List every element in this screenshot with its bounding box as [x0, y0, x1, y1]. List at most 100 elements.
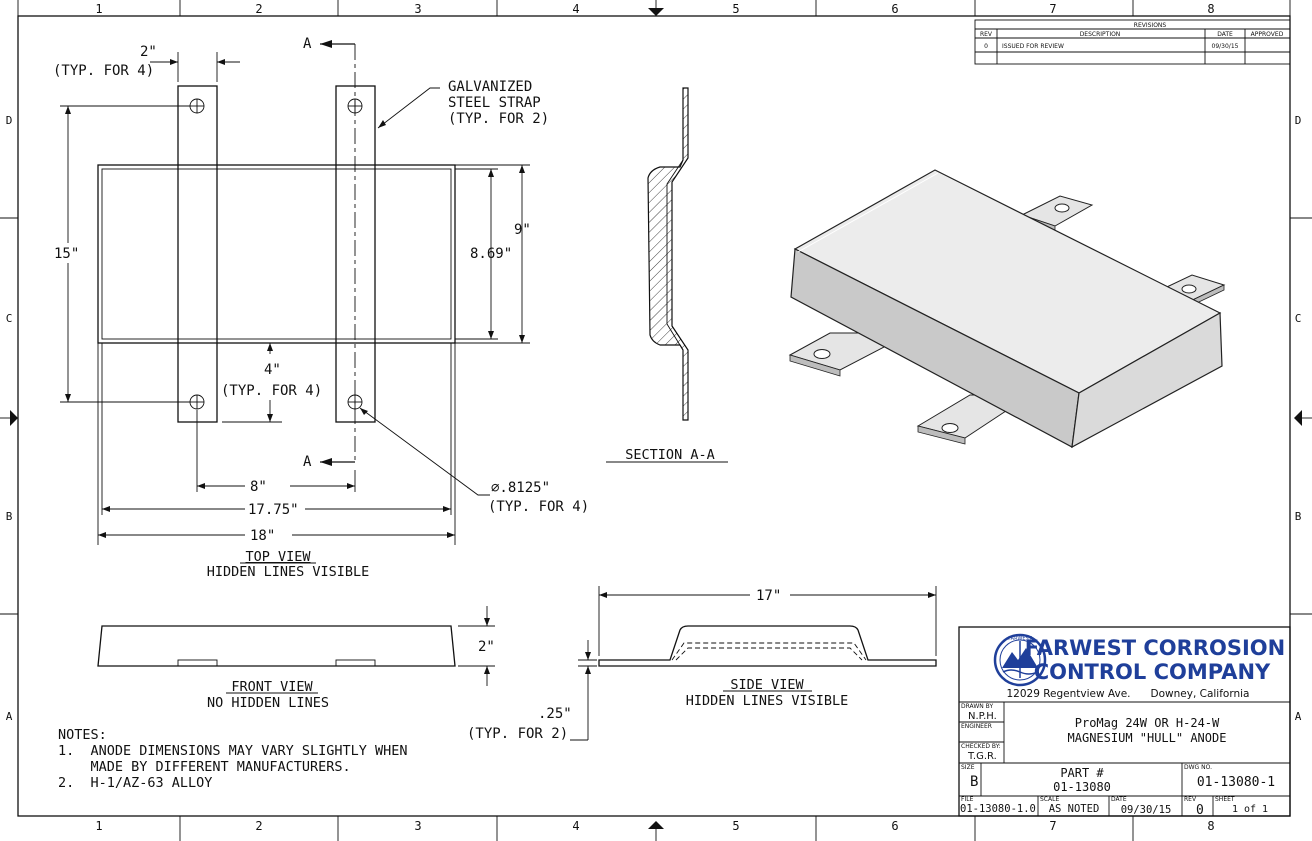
dim-hole-dia-note: (TYP. FOR 4) [488, 499, 589, 515]
side-view-subtitle: HIDDEN LINES VISIBLE [686, 693, 849, 709]
sheet-value: 1 of 1 [1232, 804, 1268, 815]
rev-value: 0 [1196, 803, 1204, 818]
part-label: PART # [1060, 766, 1104, 780]
revisions-title: REVISIONS [1134, 22, 1167, 29]
side-view-title: SIDE VIEW [730, 677, 804, 693]
company-name-line1: FARWEST CORROSION [1025, 636, 1285, 660]
dim-hole-dia: ∅.8125" [491, 480, 550, 496]
drawn-by-value: N.P.H. [968, 711, 997, 722]
zone-col-4-top: 4 [572, 2, 579, 16]
rev-col-header: REV [980, 31, 993, 38]
dim-hole-offset: 4" [264, 362, 281, 378]
zone-col-7-bottom: 7 [1049, 819, 1056, 833]
zone-col-7-top: 7 [1049, 2, 1056, 16]
top-view: A A 2" (TYP. FOR 4) GALVANIZED STEEL STR… [50, 36, 589, 580]
company-name-line2: CONTROL COMPANY [1034, 660, 1271, 684]
checked-by-label: CHECKED BY: [961, 743, 1001, 750]
zone-col-3-top: 3 [414, 2, 421, 16]
approved-col-header: APPROVED [1251, 31, 1284, 38]
scale-value: AS NOTED [1049, 803, 1100, 815]
drawing-title-line1: ProMag 24W OR H-24-W [1075, 716, 1220, 730]
dim-strap-width-note: (TYP. FOR 4) [53, 63, 154, 79]
section-marker-bottom: A [303, 454, 312, 470]
zone-row-d-right: D [1295, 114, 1302, 127]
dim-length-total: 15" [54, 246, 79, 262]
drawing-title-line2: MAGNESIUM "HULL" ANODE [1068, 731, 1227, 745]
section-view-title: SECTION A-A [625, 447, 714, 463]
side-dim-strap-thickness-note: (TYP. FOR 2) [467, 726, 568, 742]
zone-col-2-top: 2 [255, 2, 262, 16]
zone-col-6-bottom: 6 [891, 819, 898, 833]
section-marker-top: A [303, 36, 312, 52]
date-col-header: DATE [1217, 31, 1233, 38]
center-arrow-right [1294, 410, 1302, 426]
strap-label-line3: (TYP. FOR 2) [448, 111, 549, 127]
zone-labels: 1 2 3 4 5 6 7 8 1 2 3 4 5 6 7 8 D C B A … [6, 2, 1302, 833]
title-block: FARWEST FARWEST CORROSION CONTROL COMPAN… [958, 626, 1291, 818]
dwg-no-value: 01-13080-1 [1197, 775, 1275, 790]
dim-width-base: 18" [250, 528, 275, 544]
zone-row-d-left: D [6, 114, 13, 127]
center-arrow-bottom [648, 821, 664, 829]
note-item-2: 2. H-1/AZ-63 ALLOY [58, 775, 212, 791]
file-label: FILE [961, 796, 974, 803]
side-dim-length: 17" [756, 588, 781, 604]
size-value: B [970, 774, 978, 790]
zone-col-2-bottom: 2 [255, 819, 262, 833]
front-view-title: FRONT VIEW [231, 679, 313, 695]
zone-col-5-top: 5 [732, 2, 739, 16]
zone-row-c-left: C [6, 312, 13, 325]
zone-row-a-left: A [6, 710, 13, 723]
zone-col-8-top: 8 [1207, 2, 1214, 16]
top-view-title: TOP VIEW [245, 549, 311, 565]
zone-col-5-bottom: 5 [732, 819, 739, 833]
note-item-1-cont: MADE BY DIFFERENT MANUFACTURERS. [58, 759, 351, 775]
description-cell: ISSUED FOR REVIEW [1002, 43, 1064, 50]
company-logo: FARWEST [993, 633, 1047, 687]
company-address: 12029 Regentview Ave. Downey, California [1006, 688, 1249, 700]
front-view-subtitle: NO HIDDEN LINES [207, 695, 329, 711]
note-item-1: 1. ANODE DIMENSIONS MAY VARY SLIGHTLY WH… [58, 743, 408, 759]
dim-height-top: 8.69" [470, 246, 512, 262]
notes: NOTES: 1. ANODE DIMENSIONS MAY VARY SLIG… [58, 727, 408, 791]
front-view: 2" FRONT VIEW NO HIDDEN LINES [97, 606, 495, 711]
top-view-subtitle: HIDDEN LINES VISIBLE [207, 564, 370, 580]
part-number: 01-13080 [1053, 780, 1111, 794]
sheet-label: SHEET [1215, 796, 1235, 803]
zone-col-1-top: 1 [95, 2, 102, 16]
zone-col-6-top: 6 [891, 2, 898, 16]
strap-label-line2: STEEL STRAP [448, 95, 541, 111]
isometric-view [788, 169, 1226, 449]
side-dim-strap-thickness: .25" [538, 706, 572, 722]
engineer-label: ENGINEER [961, 723, 992, 730]
zone-row-b-right: B [1295, 510, 1302, 523]
description-col-header: DESCRIPTION [1080, 31, 1121, 38]
dim-strap-width: 2" [140, 44, 157, 60]
center-arrow-left [10, 410, 18, 426]
zone-row-c-right: C [1295, 312, 1302, 325]
dim-hole-offset-note: (TYP. FOR 4) [221, 383, 322, 399]
date-cell: 09/30/15 [1212, 43, 1239, 50]
date-value: 09/30/15 [1121, 804, 1172, 816]
checked-by-value: T.G.R. [967, 751, 997, 762]
logo-text: FARWEST [1008, 636, 1032, 642]
size-label: SIZE [961, 764, 975, 771]
zone-row-a-right: A [1295, 710, 1302, 723]
revisions-table: REVISIONS REV DESCRIPTION DATE APPROVED … [974, 19, 1291, 65]
zone-col-4-bottom: 4 [572, 819, 579, 833]
zone-col-1-bottom: 1 [95, 819, 102, 833]
date-label: DATE [1111, 796, 1127, 803]
section-view: SECTION A-A [606, 87, 728, 463]
dwg-no-label: DWG NO. [1184, 764, 1212, 771]
dim-strap-spacing: 8" [250, 479, 267, 495]
file-value: 01-13080-1.0 [960, 803, 1036, 815]
rev-label: REV [1184, 796, 1197, 803]
rev-cell: 0 [984, 43, 988, 50]
drawn-by-label: DRAWN BY [961, 703, 993, 710]
dim-height-base: 9" [514, 222, 531, 238]
center-arrow-top [648, 8, 664, 16]
zone-row-b-left: B [6, 510, 13, 523]
side-view: 17" .25" (TYP. FOR 2) SIDE VIEW HIDDEN L… [467, 586, 937, 742]
dim-width-top: 17.75" [248, 502, 299, 518]
